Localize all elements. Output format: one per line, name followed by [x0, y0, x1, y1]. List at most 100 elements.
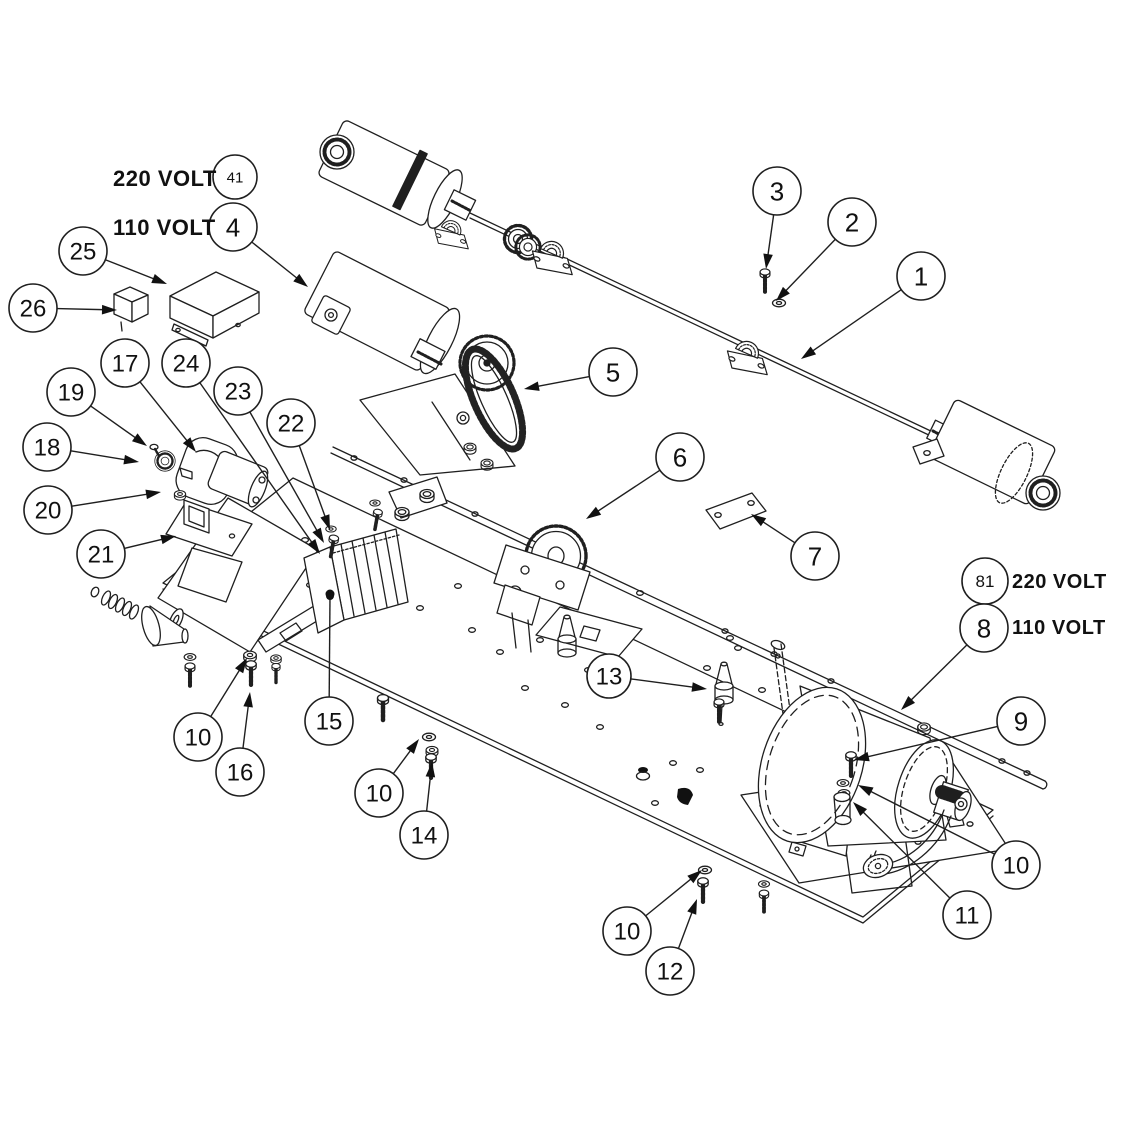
- leader-line: [808, 289, 902, 354]
- leader-line: [863, 725, 998, 759]
- mount-nut: [173, 490, 187, 501]
- leader-arrowhead: [801, 346, 817, 359]
- leader-arrowhead: [320, 514, 330, 530]
- callout-balloon: [942, 890, 992, 940]
- callout-balloon: [173, 712, 223, 762]
- callout-number: 8: [977, 613, 991, 643]
- callout-number: 23: [225, 379, 252, 406]
- gear-motor-assembly: [150, 433, 272, 556]
- leader-line: [782, 238, 836, 295]
- motor-pulley: [927, 774, 975, 823]
- callout-number: 81: [976, 572, 995, 591]
- leader-line: [425, 771, 432, 812]
- motor-bracket: [184, 500, 209, 533]
- drive-belt: [860, 810, 951, 881]
- callout-balloon: [752, 166, 802, 216]
- callout-balloon: [22, 422, 72, 472]
- leader-line: [645, 875, 695, 917]
- leader-arrowhead: [751, 514, 767, 527]
- leader-arrowhead: [687, 899, 697, 915]
- callout-balloon: [790, 531, 840, 581]
- leader-line: [766, 214, 775, 260]
- motor-washer-10: [836, 778, 850, 788]
- leader-line: [907, 644, 968, 704]
- callout-balloon: [896, 251, 946, 301]
- leader-line: [630, 678, 698, 689]
- callout-number: 18: [34, 435, 61, 462]
- elbow-fitting: [677, 787, 693, 805]
- callout-balloon: [213, 366, 263, 416]
- plate-hardware: [184, 614, 771, 914]
- callout-10-27: 10: [858, 785, 1041, 890]
- callout-12-30: 12: [645, 899, 697, 996]
- leader-line: [298, 445, 328, 521]
- callout-balloon: [588, 347, 638, 397]
- callout-5-7: 5: [524, 347, 638, 397]
- leader-line: [758, 518, 796, 544]
- callout-20-11: 20: [23, 485, 161, 535]
- callout-15-22: 15: [304, 592, 354, 746]
- callout-17-8: 17: [100, 338, 196, 452]
- callout-balloon: [645, 946, 695, 996]
- leader-arrowhead: [425, 762, 436, 778]
- leader-line: [593, 469, 661, 515]
- callout-41-3: 41: [212, 154, 258, 200]
- callout-3-2: 3: [752, 166, 802, 269]
- leader-line: [251, 241, 301, 282]
- leader-arrowhead: [123, 454, 139, 465]
- callout-2-1: 2: [776, 197, 877, 301]
- callout-number: 4: [226, 212, 240, 242]
- leader-arrowhead: [101, 304, 117, 315]
- callout-number: 6: [673, 442, 687, 472]
- callout-number: 15: [316, 709, 343, 736]
- capacitor-box: [114, 287, 148, 331]
- leader-dot: [326, 592, 334, 600]
- callout-22-15: 22: [266, 398, 330, 530]
- callout-balloon: [399, 810, 449, 860]
- callout-14-26: 14: [399, 762, 449, 860]
- leader-arrowhead: [307, 538, 320, 554]
- callout-number: 12: [657, 959, 684, 986]
- leader-arrowhead: [182, 437, 196, 452]
- callout-number: 22: [278, 411, 305, 438]
- callout-balloon: [100, 338, 150, 388]
- rubber-standoff-13: [714, 661, 734, 705]
- callout-number: 21: [88, 542, 115, 569]
- callout-balloon: [266, 398, 316, 448]
- callout-number: 41: [227, 169, 244, 186]
- callout-number: 10: [366, 781, 393, 808]
- leader-line: [124, 537, 167, 550]
- leader-line: [249, 411, 320, 535]
- callout-24-13: 24: [161, 338, 320, 554]
- callout-balloon: [959, 603, 1009, 653]
- callout-balloon: [991, 840, 1041, 890]
- callout-balloon: [76, 529, 126, 579]
- callout-layer: 1234142526517191820212423226781891315101…: [8, 154, 1106, 996]
- leader-arrowhead: [858, 785, 874, 797]
- callout-number: 24: [173, 351, 200, 378]
- callout-balloon: [354, 768, 404, 818]
- callout-19-9: 19: [46, 367, 147, 446]
- spacer-plate: [706, 493, 766, 529]
- callout-4-4: 4: [208, 202, 308, 287]
- callout-balloon: [8, 283, 58, 333]
- callout-11-28: 11: [853, 802, 992, 940]
- callout-number: 16: [227, 760, 254, 787]
- shaft-motor-assembly: [318, 119, 1062, 512]
- leader-line: [56, 307, 108, 311]
- left-sub-plate: [158, 498, 318, 652]
- terminal-block-assembly: [258, 499, 408, 652]
- callout-26-6: 26: [8, 283, 117, 333]
- leader-arrowhead: [691, 682, 707, 692]
- callout-number: 10: [614, 919, 641, 946]
- leader-arrowhead: [145, 489, 161, 500]
- callout-21-12: 21: [76, 529, 176, 579]
- callout-number: 17: [112, 351, 139, 378]
- leader-arrowhead: [776, 286, 790, 301]
- callout-16-24: 16: [215, 692, 265, 797]
- set-screw: [150, 444, 159, 456]
- right-motor-assembly: [740, 639, 1009, 893]
- callout-18-10: 18: [22, 422, 139, 472]
- callout-1-0: 1: [801, 251, 946, 359]
